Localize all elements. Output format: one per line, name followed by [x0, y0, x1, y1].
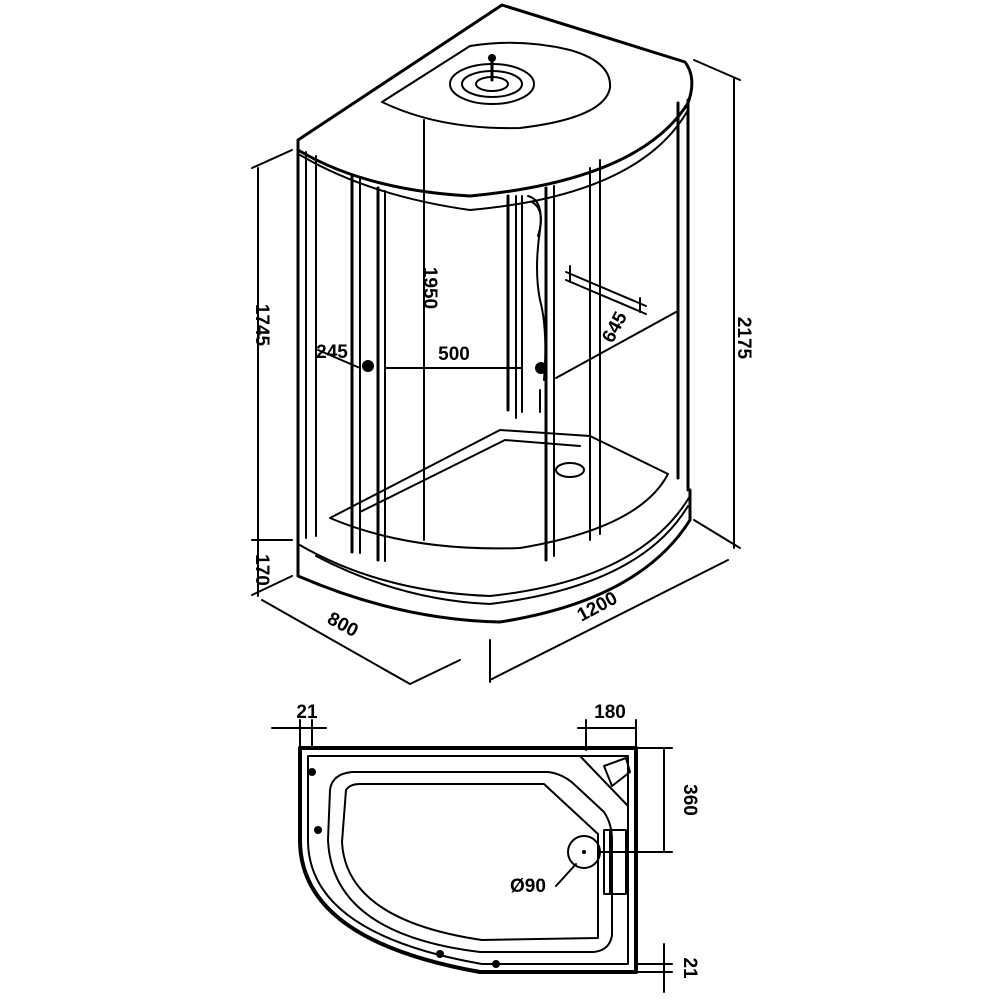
roof-outline	[296, 3, 694, 198]
dim-side-width: 245	[316, 342, 348, 363]
dim-cabin-height: 1745	[251, 304, 272, 347]
roof-rim	[299, 109, 689, 211]
dim-inner-height: 1950	[419, 267, 440, 309]
tray-drain	[555, 462, 585, 478]
roof-recess	[381, 41, 612, 130]
dim-panel-height: 360	[679, 784, 700, 816]
dim-total-height: 2175	[733, 317, 754, 360]
tray-inner	[329, 429, 669, 550]
handle-left	[362, 360, 374, 372]
dim-door-opening: 500	[438, 344, 470, 365]
isometric-view: 2175 1745 170 1950 245 500 645 800 1200	[251, 3, 754, 685]
dim-side-panel: 645	[598, 308, 632, 346]
dim-drain-diameter: Ø90	[510, 876, 546, 897]
plan-tray	[327, 771, 613, 953]
dim-wall-top: 21	[296, 702, 318, 723]
plan-view: 21 180 360 Ø90 21	[271, 702, 700, 993]
dim-corner-width: 180	[594, 702, 626, 723]
towel-rail	[565, 265, 647, 315]
dim-wall-bottom: 21	[679, 957, 700, 979]
handle-right	[535, 362, 547, 374]
tray-base	[296, 488, 692, 624]
plan-outer	[298, 746, 638, 974]
rain-shower-head	[449, 54, 535, 105]
dim-depth: 800	[324, 608, 362, 641]
dim-tray-height: 170	[251, 554, 272, 586]
